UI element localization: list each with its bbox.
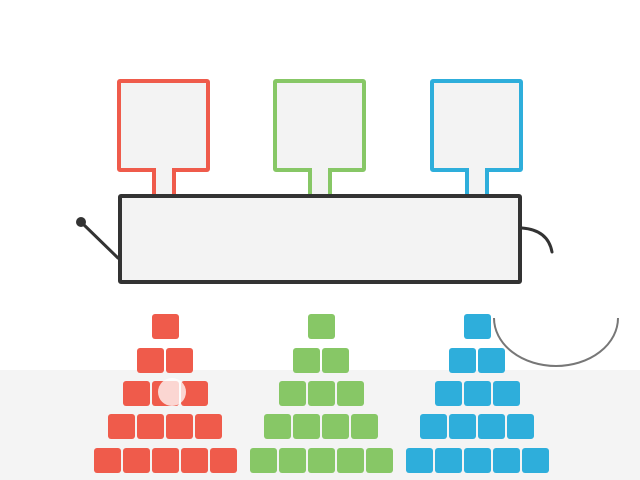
green-block[interactable] [336,381,364,406]
red-block[interactable] [151,448,179,473]
blue-block[interactable] [449,348,476,373]
green-block[interactable] [264,414,291,439]
blue-block[interactable] [463,314,491,339]
green-block[interactable] [293,414,320,439]
red-block[interactable] [108,414,135,439]
red-block[interactable] [137,348,164,373]
red-block[interactable] [166,414,193,439]
blue-block[interactable] [478,348,505,373]
green-block[interactable] [365,448,393,473]
red-block[interactable] [151,314,179,339]
green-block[interactable] [336,448,364,473]
arc-track-icon [493,317,619,367]
blue-chute [465,168,489,198]
red-block[interactable] [122,448,150,473]
green-block[interactable] [322,348,349,373]
red-block[interactable] [209,448,237,473]
red-block[interactable] [195,414,222,439]
crank-icon[interactable] [520,226,554,254]
sorting-machine [118,194,522,284]
green-block[interactable] [307,314,335,339]
green-chute [308,168,332,198]
red-block[interactable] [166,348,193,373]
green-block[interactable] [307,448,335,473]
blue-block[interactable] [463,381,491,406]
blue-block[interactable] [478,414,505,439]
green-block[interactable] [293,348,320,373]
red-block[interactable] [122,381,150,406]
blue-block[interactable] [449,414,476,439]
green-block[interactable] [249,448,277,473]
green-block[interactable] [322,414,349,439]
blue-block[interactable] [434,448,462,473]
blue-block[interactable] [492,381,520,406]
blue-block[interactable] [521,448,549,473]
cursor-icon [158,378,186,406]
blue-block[interactable] [420,414,447,439]
blue-block[interactable] [507,414,534,439]
green-bin[interactable] [273,79,366,172]
green-block[interactable] [278,381,306,406]
red-block[interactable] [180,448,208,473]
red-chute [152,168,176,198]
blue-block[interactable] [405,448,433,473]
blue-block[interactable] [463,448,491,473]
blue-block[interactable] [434,381,462,406]
green-block[interactable] [278,448,306,473]
red-bin[interactable] [117,79,210,172]
red-block[interactable] [137,414,164,439]
lever-icon[interactable] [76,217,120,260]
blue-block[interactable] [492,448,520,473]
green-block[interactable] [351,414,378,439]
green-block[interactable] [307,381,335,406]
red-block[interactable] [93,448,121,473]
